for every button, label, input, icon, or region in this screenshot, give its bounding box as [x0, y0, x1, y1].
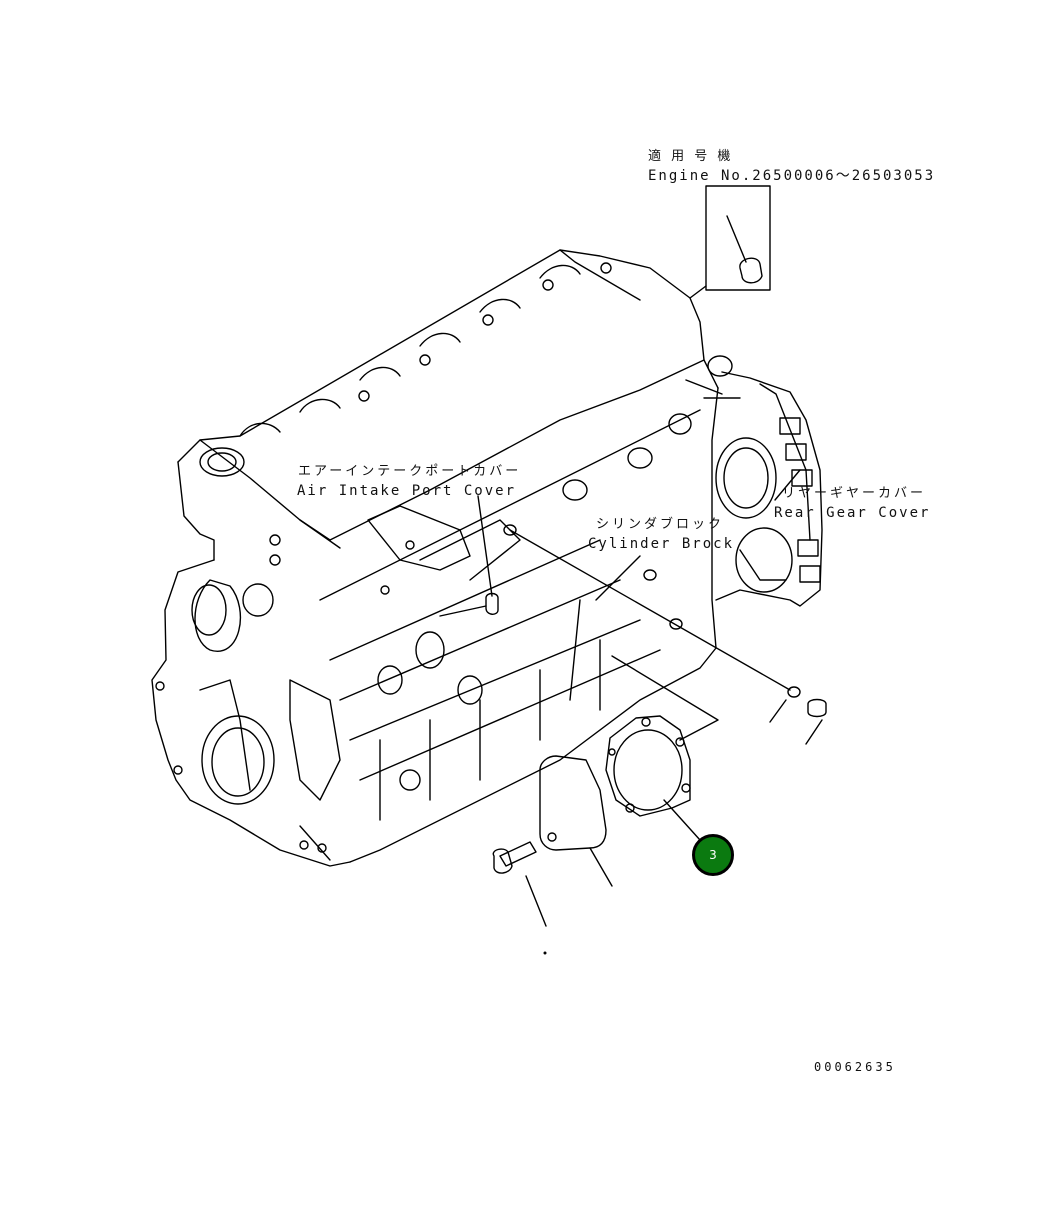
air-intake-label-en: Air Intake Port Cover — [297, 483, 517, 499]
rear-gear-label-en: Rear Gear Cover — [774, 505, 931, 521]
rear-gear-leader — [774, 469, 801, 501]
flange-bolt — [492, 841, 547, 955]
rear-gear-cover-flange — [685, 371, 823, 607]
rear-gear-label-jp: リヤーギヤーカバー — [782, 486, 927, 501]
gasket — [605, 655, 719, 841]
air-intake-port-cover — [439, 495, 499, 617]
plug-leader — [509, 529, 827, 745]
cylinder-label-en: Cylinder Brock — [588, 536, 735, 552]
applicability-inset — [689, 185, 771, 299]
air-intake-label-jp: エアーインテークポートカバー — [298, 464, 522, 479]
cover-plate — [539, 755, 613, 887]
cylinder-block-outline — [151, 249, 719, 867]
drawing-number: 00062635 — [814, 1060, 896, 1074]
callout-number: 3 — [709, 848, 717, 862]
cylinder-brock-leader — [595, 555, 641, 601]
engine-number-range: Engine No.26500006～26503053 — [648, 168, 936, 184]
block-ports — [155, 262, 733, 853]
part-callout-3[interactable]: 3 — [692, 834, 734, 876]
cylinder-label-jp: シリンダブロック — [596, 517, 725, 532]
applicability-title: 適 用 号 機 — [648, 149, 734, 164]
